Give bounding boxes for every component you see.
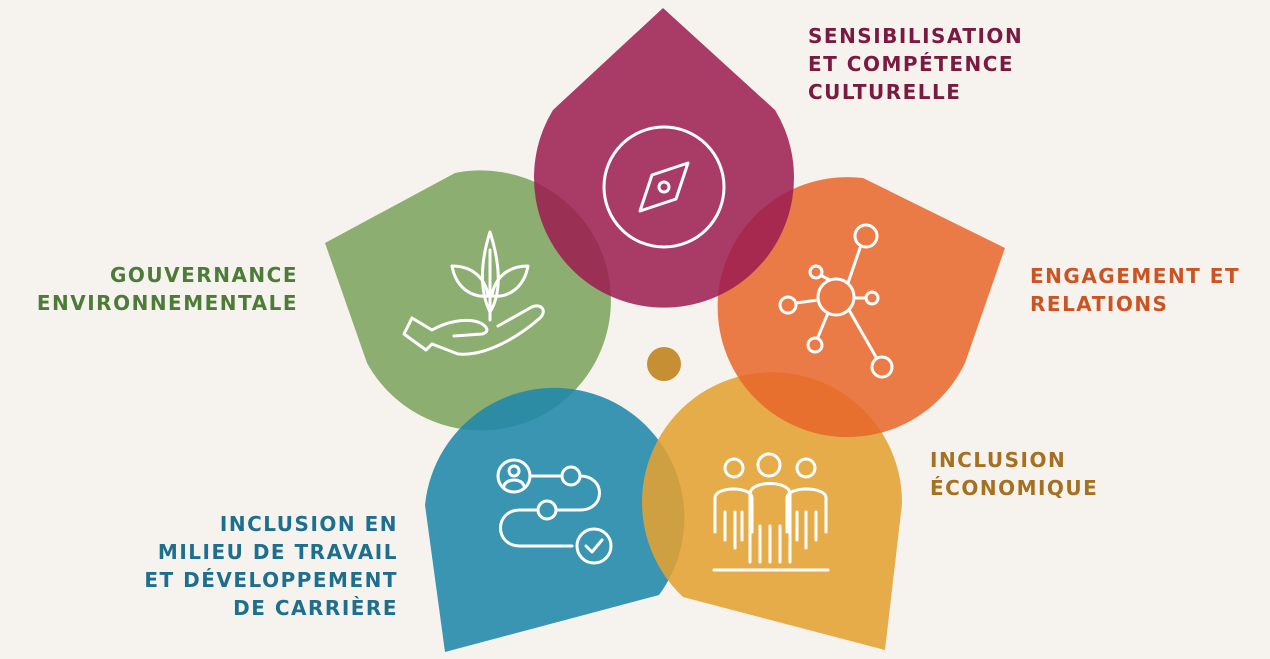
network-icon (778, 223, 894, 379)
petal-inclusion-travail (425, 387, 685, 652)
label-line: MILIEU DE TRAVAIL (157, 540, 398, 564)
petal-engagement (717, 177, 1005, 438)
label-gouvernance: GOUVERNANCE ENVIRONNEMENTALE (37, 261, 298, 317)
petal-inclusion-economique (642, 372, 903, 650)
label-line: ÉCONOMIQUE (930, 476, 1099, 500)
people-group-icon (712, 452, 830, 572)
label-line: ET DÉVELOPPEMENT (144, 568, 398, 592)
petal-gouvernance (325, 170, 611, 431)
label-inclusion-travail: INCLUSION EN MILIEU DE TRAVAIL ET DÉVELO… (144, 510, 398, 622)
label-line: ENGAGEMENT ET (1030, 264, 1241, 288)
label-line: SENSIBILISATION (808, 24, 1024, 48)
label-line: GOUVERNANCE (110, 263, 298, 287)
label-engagement: ENGAGEMENT ET RELATIONS (1030, 262, 1240, 318)
center-dot (647, 347, 681, 381)
label-line: INCLUSION EN (219, 512, 398, 536)
label-inclusion-economique: INCLUSION ÉCONOMIQUE (930, 446, 1098, 502)
label-line: CULTURELLE (808, 80, 962, 104)
petal-sensibilisation (533, 8, 795, 308)
label-line: INCLUSION (930, 448, 1067, 472)
label-line: DE CARRIÈRE (233, 596, 398, 620)
label-sensibilisation: SENSIBILISATION ET COMPÉTENCE CULTURELLE (808, 22, 1023, 106)
label-line: ENVIRONNEMENTALE (36, 291, 298, 315)
label-line: RELATIONS (1030, 292, 1169, 316)
plant-in-hand-icon (402, 230, 545, 356)
compass-icon (602, 125, 726, 249)
label-line: ET COMPÉTENCE (808, 52, 1015, 76)
career-path-icon (496, 458, 613, 565)
